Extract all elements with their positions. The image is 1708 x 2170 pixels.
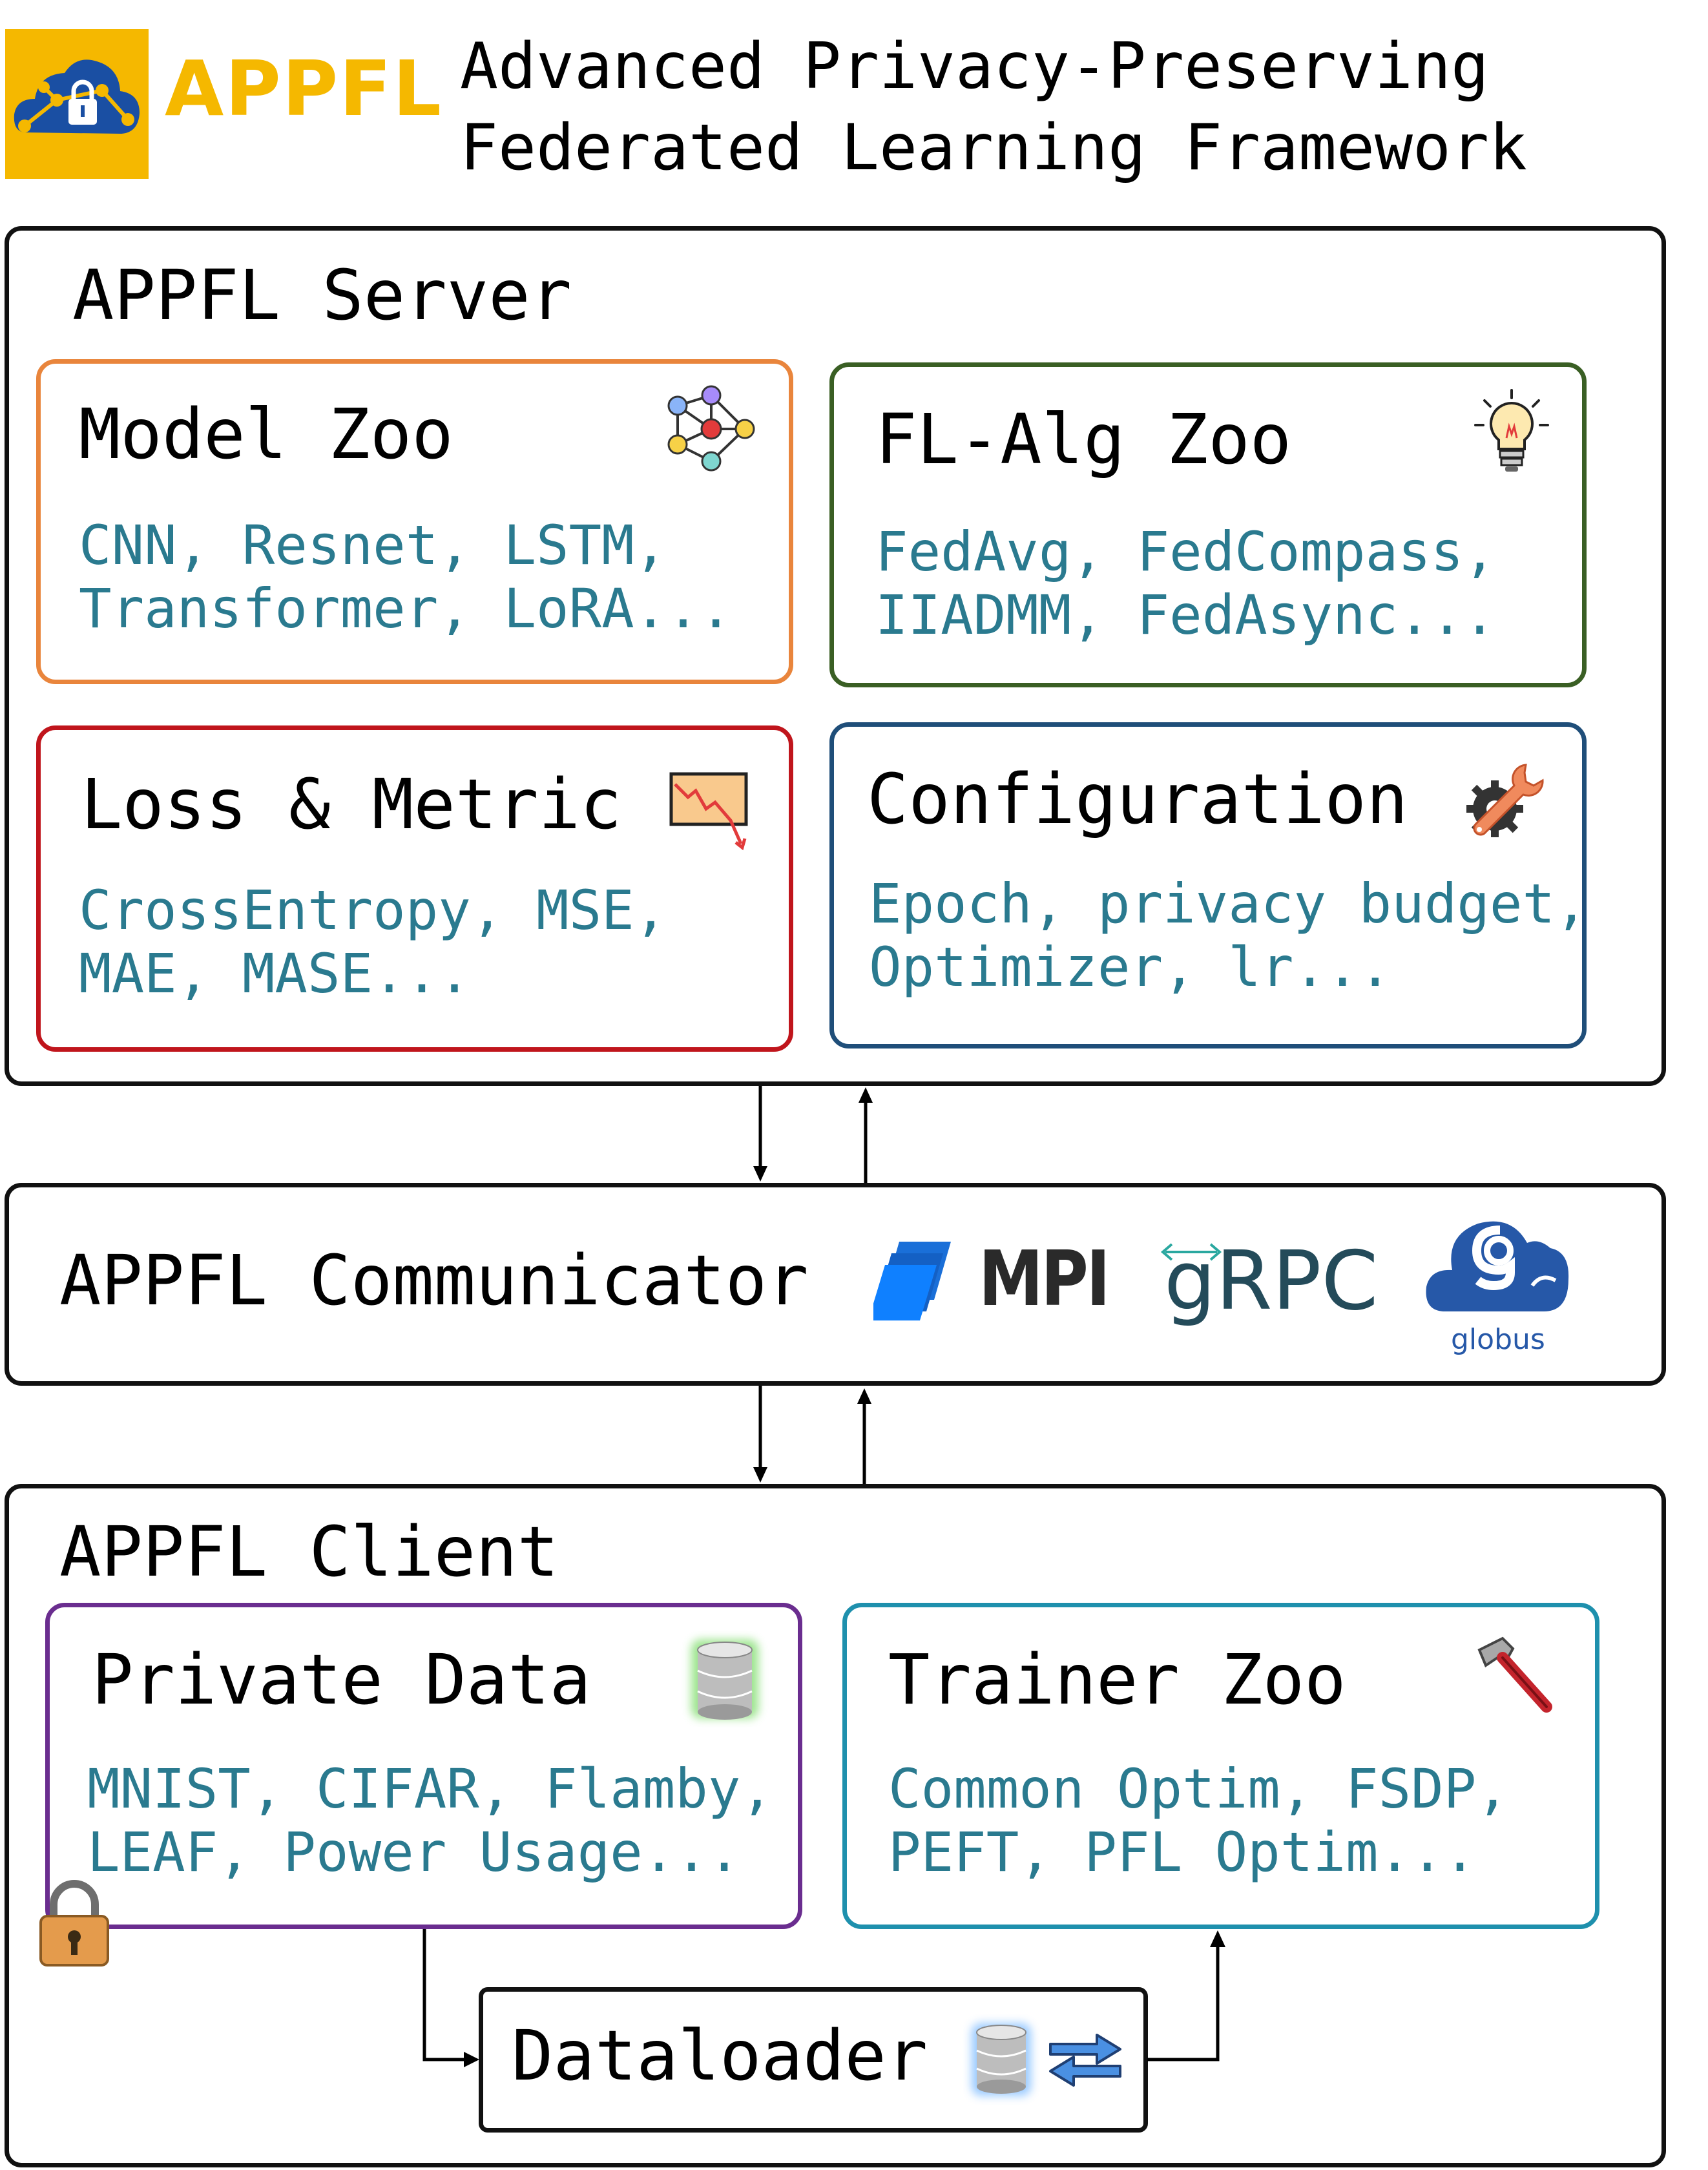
- transfer-arrows-icon: [1049, 2034, 1121, 2087]
- grpc-arrow-icon: [1160, 1243, 1222, 1261]
- model-zoo-card: [36, 359, 793, 684]
- mpi-stripes-icon: [873, 1242, 951, 1320]
- grpc-logo: gRPC: [1154, 1234, 1386, 1331]
- mpi-label: MPI: [979, 1234, 1110, 1323]
- private-data-body: MNIST, CIFAR, Flamby, LEAF, Power Usage.…: [87, 1757, 773, 1884]
- trainer-zoo-line-1: Common Optim, FSDP,: [888, 1757, 1509, 1821]
- database-small-icon: [972, 2023, 1031, 2096]
- communicator-client-arrows: [753, 1386, 871, 1484]
- declining-chart-icon: [669, 772, 748, 851]
- lock-icon: [39, 1880, 109, 1967]
- database-icon: [691, 1640, 758, 1720]
- globus-logo: globus: [1424, 1215, 1579, 1363]
- loss-metric-line-2: MAE, MASE...: [79, 942, 471, 1005]
- grpc-label: gRPC: [1164, 1233, 1379, 1328]
- model-zoo-body: CNN, Resnet, LSTM, Transformer, LoRA...: [79, 514, 732, 640]
- appfl-logo-mark: [5, 29, 149, 179]
- configuration-line-2: Optimizer, lr...: [869, 935, 1392, 999]
- model-zoo-title: Model Zoo: [79, 395, 453, 475]
- appfl-logo-text: APPFL: [165, 44, 443, 133]
- mpi-logo: MPI: [873, 1234, 1110, 1323]
- globus-label: globus: [1451, 1323, 1545, 1356]
- model-zoo-line-2: Transformer, LoRA...: [79, 577, 733, 640]
- dataloader-box: [479, 1987, 1148, 2133]
- private-data-title: Private Data: [92, 1640, 592, 1720]
- communicator-box: [5, 1183, 1666, 1386]
- loss-metric-title: Loss & Metric: [81, 765, 622, 845]
- communicator-title: APPFL Communicator: [59, 1241, 809, 1321]
- configuration-line-1: Epoch, privacy budget,: [869, 872, 1588, 935]
- title-line-1: Advanced Privacy-Preserving: [460, 30, 1490, 103]
- fl-alg-zoo-line-2: IIADMM, FedAsync...: [875, 583, 1496, 647]
- private-data-line-2: LEAF, Power Usage...: [87, 1821, 741, 1884]
- model-zoo-line-1: CNN, Resnet, LSTM,: [79, 514, 667, 577]
- server-title: APPFL Server: [72, 256, 572, 336]
- trainer-zoo-line-2: PEFT, PFL Optim...: [888, 1821, 1477, 1884]
- trainer-zoo-card: [842, 1603, 1599, 1929]
- hammer-icon: [1477, 1636, 1552, 1713]
- lightbulb-icon: [1474, 389, 1549, 472]
- network-graph-icon: [667, 385, 755, 472]
- fl-alg-zoo-body: FedAvg, FedCompass, IIADMM, FedAsync...: [875, 520, 1496, 647]
- client-title: APPFL Client: [59, 1512, 559, 1592]
- trainer-zoo-body: Common Optim, FSDP, PEFT, PFL Optim...: [888, 1757, 1509, 1884]
- title-line-2: Federated Learning Framework: [460, 111, 1528, 185]
- server-communicator-arrows: [753, 1086, 873, 1183]
- configuration-body: Epoch, privacy budget, Optimizer, lr...: [869, 872, 1588, 999]
- private-data-card: [45, 1603, 802, 1929]
- page-title: Advanced Privacy-Preserving Federated Le…: [460, 26, 1527, 189]
- globus-cloud-icon: [1426, 1221, 1569, 1311]
- loss-metric-line-1: CrossEntropy, MSE,: [79, 879, 667, 942]
- configuration-card: [829, 722, 1587, 1048]
- fl-alg-zoo-card: [829, 362, 1587, 687]
- fl-alg-zoo-title: FL-Alg Zoo: [875, 400, 1292, 480]
- cloud-lock-icon: [14, 59, 140, 134]
- loss-metric-card: [36, 725, 793, 1052]
- private-data-line-1: MNIST, CIFAR, Flamby,: [87, 1757, 774, 1821]
- dataloader-title: Dataloader: [512, 2016, 928, 2096]
- gear-wrench-icon: [1466, 764, 1544, 837]
- loss-metric-body: CrossEntropy, MSE, MAE, MASE...: [79, 879, 667, 1005]
- trainer-zoo-title: Trainer Zoo: [888, 1640, 1346, 1720]
- configuration-title: Configuration: [867, 760, 1408, 840]
- fl-alg-zoo-line-1: FedAvg, FedCompass,: [875, 520, 1496, 583]
